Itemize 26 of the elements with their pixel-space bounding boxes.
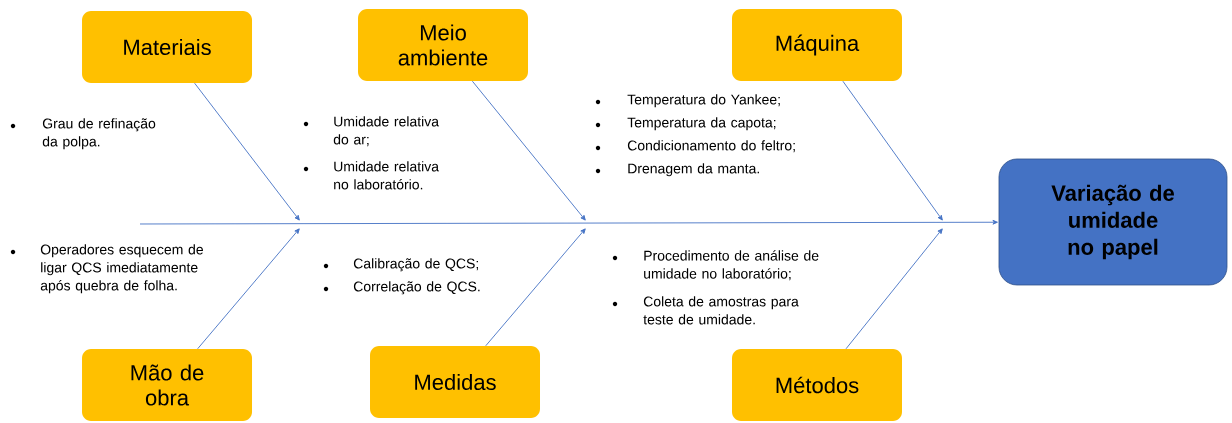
bullet-item: Drenagem da manta.	[595, 163, 759, 177]
branch-arrow	[197, 228, 300, 350]
branch-arrow	[485, 228, 586, 347]
category-box: Meio ambiente	[358, 9, 528, 81]
bullet-item: Operadores esquecem de ligar QCS imediatamente após quebra de folha.	[10, 244, 203, 294]
bullet-item: Temperatura da capota;	[595, 117, 776, 131]
bullet-item: Correlação de QCS.	[323, 281, 480, 295]
bullet-item: Condicionamento do feltro;	[595, 140, 795, 153]
bullet-item: Coleta de amostras para teste de umidade.	[612, 296, 799, 325]
branch-arrow	[471, 80, 586, 221]
category-box: Métodos	[732, 349, 902, 421]
bullet-item: Temperatura do Yankee;	[595, 94, 780, 108]
fishbone-spine	[139, 219, 998, 225]
bullet-item: Umidade relativa no laboratório.	[303, 161, 439, 190]
bullet-item: Umidade relativa do ar;	[303, 116, 439, 147]
bullet-item: Calibração de QCS;	[323, 258, 478, 272]
bullet-item: Grau de refinação da polpa.	[10, 118, 156, 150]
category-box: Materiais	[82, 11, 252, 83]
branch-arrow	[194, 82, 300, 221]
category-box: Mão de obra	[82, 349, 252, 421]
branch-arrow	[845, 228, 943, 350]
branch-arrow	[842, 80, 943, 221]
category-box: Medidas	[370, 346, 540, 418]
bullet-item: Procedimento de análise de umidade no laboratório;	[612, 250, 819, 281]
category-box: Máquina	[732, 9, 902, 81]
effect-box: Variação de umidade no papel	[998, 158, 1228, 286]
